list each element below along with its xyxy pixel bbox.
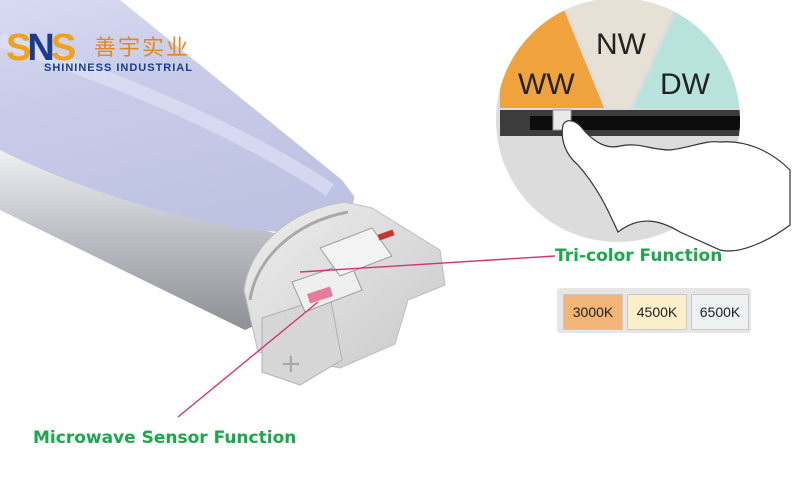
logo-mark-n: N bbox=[27, 27, 55, 69]
logo-mark-s1: S bbox=[6, 27, 31, 69]
temp-option-6500k: 6500K bbox=[691, 294, 749, 330]
wheel-label-ww: WW bbox=[518, 68, 575, 101]
logo-english-name: SHININESS INDUSTRIAL bbox=[44, 62, 193, 74]
diffuser-highlight bbox=[0, 33, 334, 196]
dip-switch bbox=[307, 286, 333, 304]
logo-mark: SNS bbox=[6, 27, 76, 69]
temp-option-3000k: 3000K bbox=[563, 294, 623, 330]
lamp-diffuser bbox=[0, 0, 355, 233]
company-logo: SNS 善宇实业 SHININESS INDUSTRIAL bbox=[6, 28, 216, 78]
plus-marking: + bbox=[280, 349, 302, 379]
wheel-label-nw: NW bbox=[596, 28, 646, 61]
pointer-line-microwave bbox=[177, 301, 319, 418]
temp-option-4500k: 4500K bbox=[627, 294, 687, 330]
driver-board bbox=[319, 227, 393, 277]
wheel-switch-slot bbox=[530, 116, 740, 130]
wheel-segment-nw bbox=[563, 0, 678, 108]
end-cap-rim bbox=[248, 210, 349, 301]
wire-red bbox=[377, 229, 395, 241]
microwave-sensor-label: Microwave Sensor Function bbox=[33, 428, 297, 448]
hand-outline bbox=[561, 120, 791, 252]
tri-color-label: Tri-color Function bbox=[555, 246, 723, 266]
logo-mark-s2: S bbox=[50, 27, 76, 69]
wheel-label-dw: DW bbox=[660, 68, 710, 101]
logo-chinese-name: 善宇实业 bbox=[94, 36, 191, 61]
pointer-line-tricolor bbox=[299, 255, 556, 273]
